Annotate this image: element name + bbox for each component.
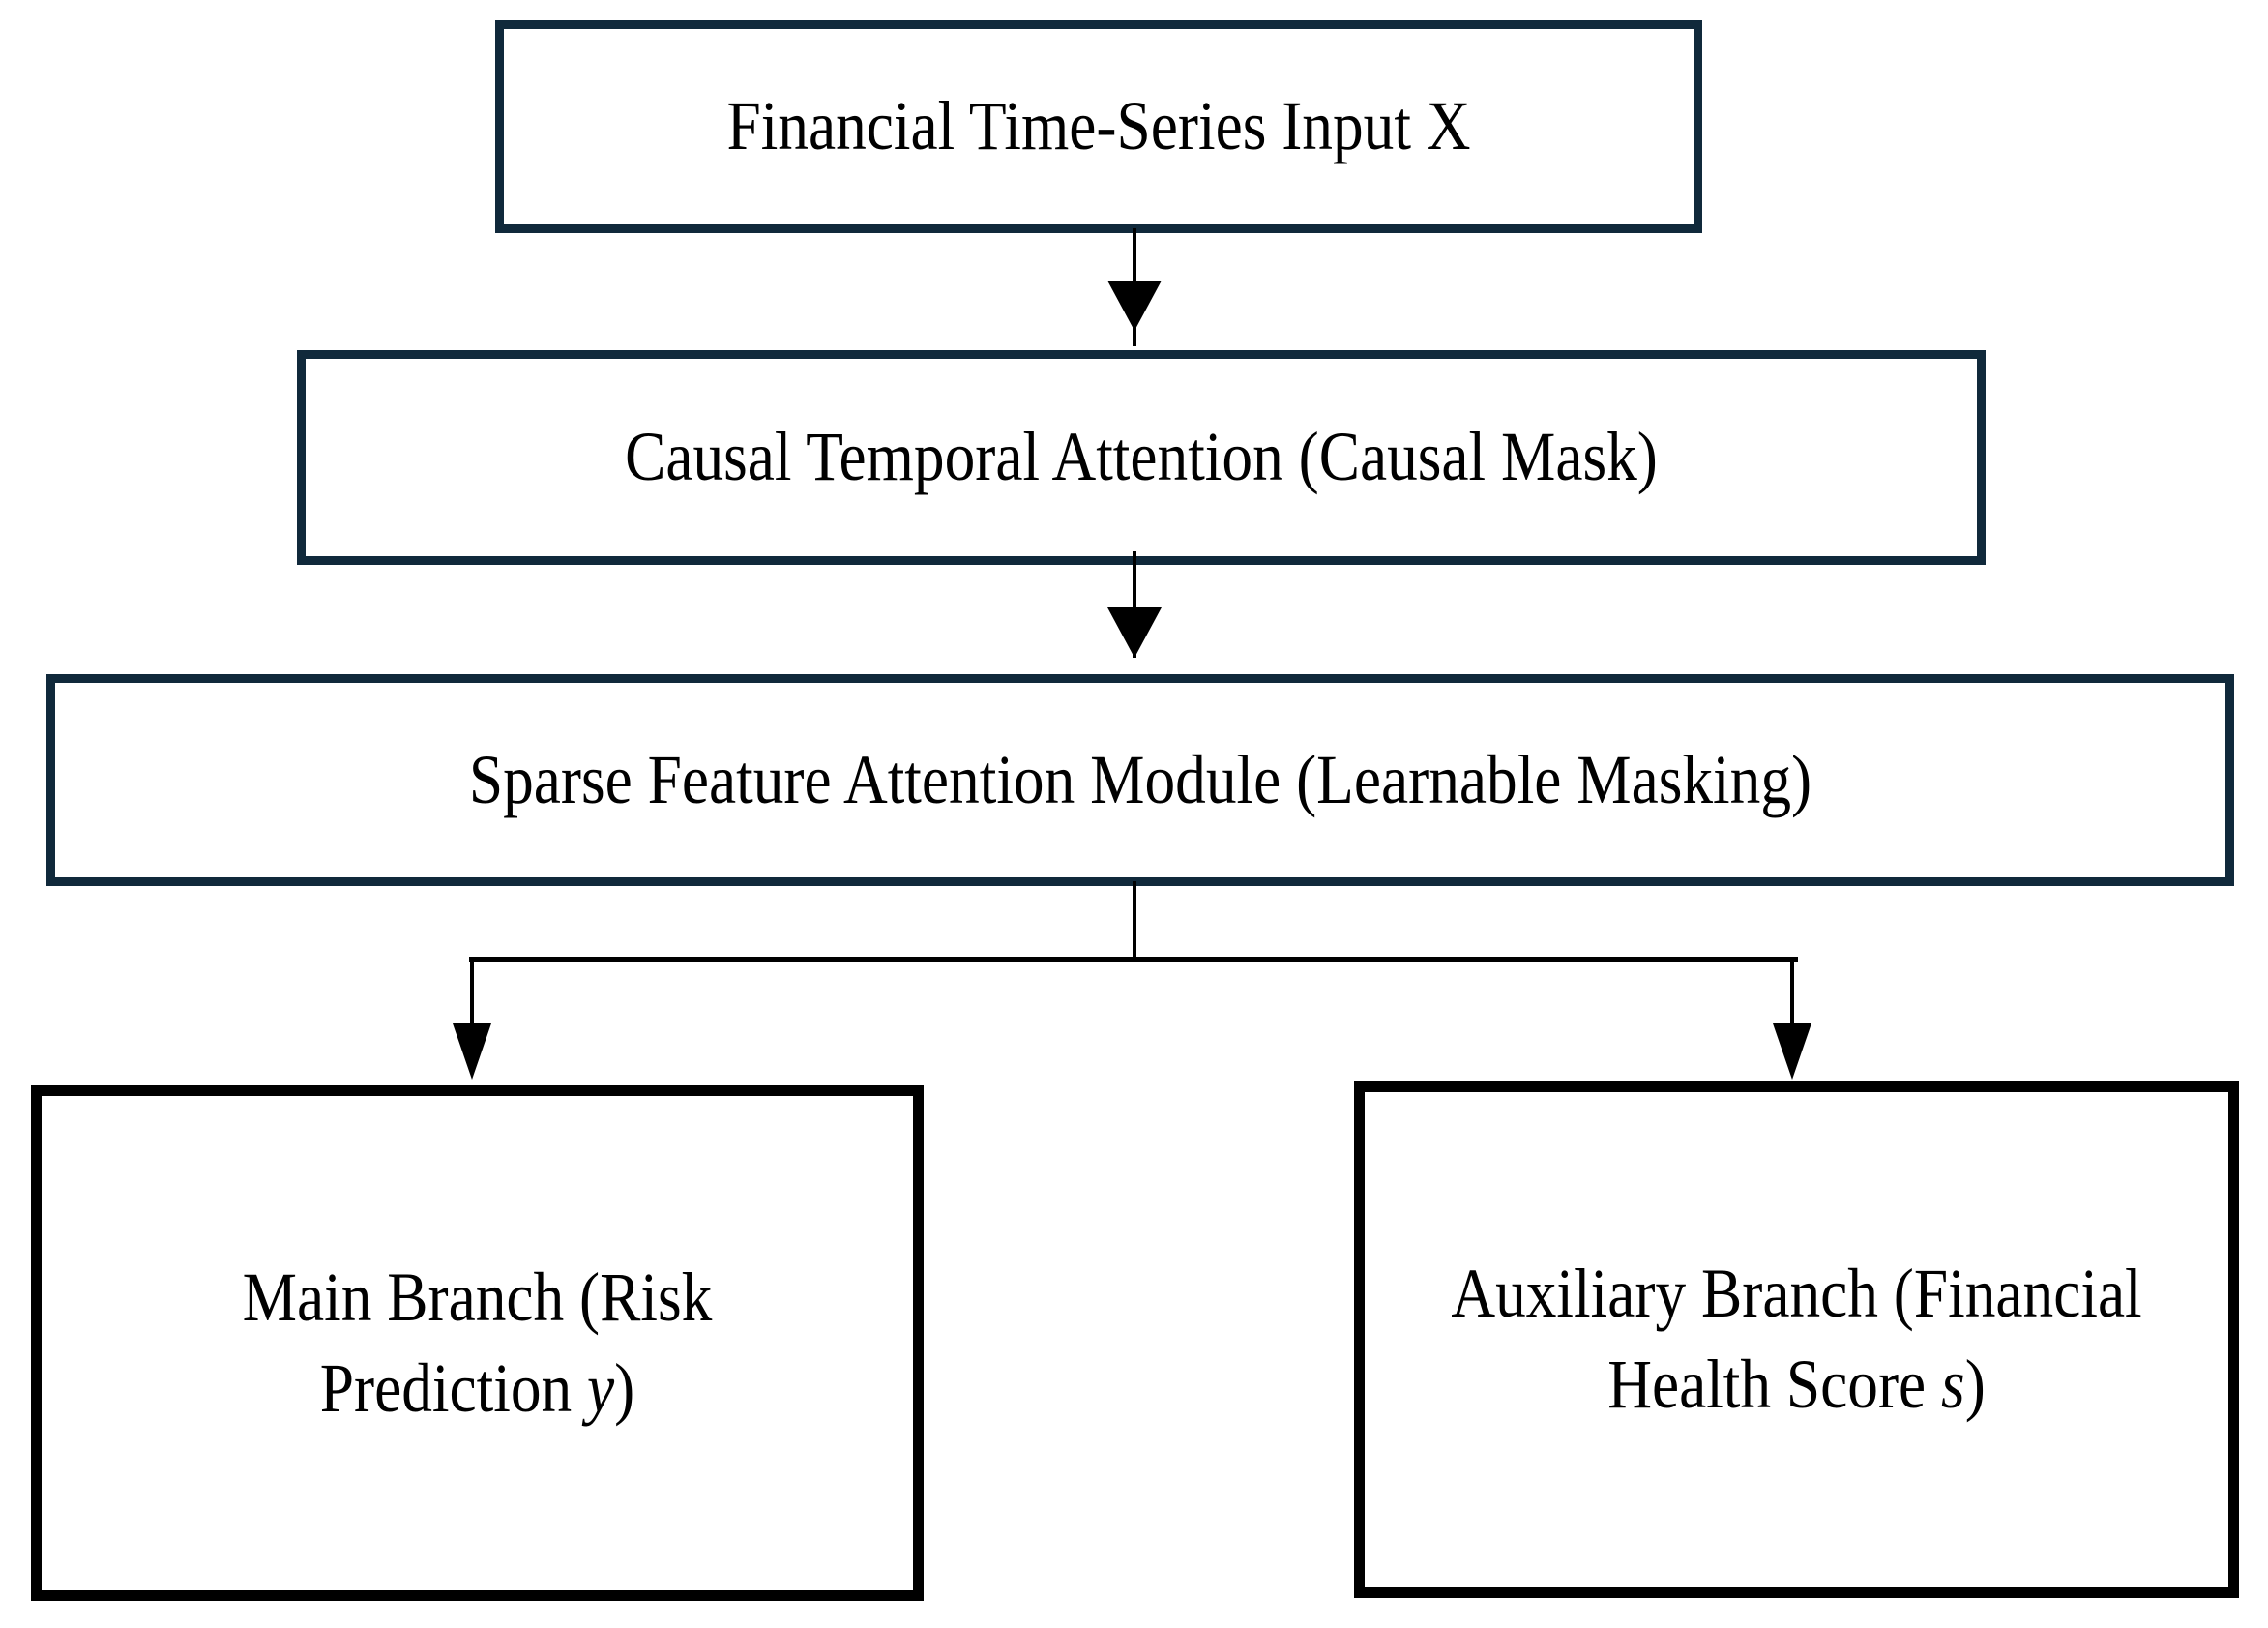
edge-causal-to-sparse-arrowhead (1107, 607, 1162, 658)
edge-sparse-to-aux-arrowhead (1773, 1023, 1811, 1080)
node-main-branch-label-part1: Main Branch (Risk Prediction (242, 1258, 713, 1427)
node-main-branch[interactable]: Main Branch (Risk Prediction y) (31, 1085, 924, 1601)
node-auxiliary-branch[interactable]: Auxiliary Branch (Financial Health Score… (1354, 1081, 2239, 1598)
node-auxiliary-branch-label-part2: ) (1964, 1346, 1986, 1423)
node-financial-time-series-input[interactable]: Financial Time-Series Input X (495, 20, 1702, 233)
node-sparse-label: Sparse Feature Attention Module (Learnab… (468, 740, 1812, 818)
edge-causal-to-sparse-line (1133, 551, 1136, 658)
edge-sparse-to-main-arrowhead (453, 1023, 491, 1080)
node-sparse-feature-attention-module[interactable]: Sparse Feature Attention Module (Learnab… (46, 674, 2234, 886)
node-auxiliary-branch-label: Auxiliary Branch (Financial Health Score… (1417, 1249, 2177, 1430)
edge-split-bar (469, 957, 1798, 962)
node-main-branch-label: Main Branch (Risk Prediction y) (94, 1253, 861, 1434)
node-causal-temporal-attention[interactable]: Causal Temporal Attention (Causal Mask) (297, 350, 1986, 565)
node-auxiliary-branch-label-variable: s (1941, 1346, 1965, 1423)
node-input-label: Financial Time-Series Input X (726, 87, 1471, 165)
edge-split-stem (1133, 881, 1136, 962)
node-main-branch-label-part2: ) (614, 1348, 635, 1427)
node-main-branch-label-variable: y (587, 1348, 615, 1427)
edge-sparse-to-main-line (470, 962, 474, 1045)
edge-input-to-causal-arrowhead (1107, 281, 1162, 331)
node-auxiliary-branch-label-part1: Auxiliary Branch (Financial Health Score (1451, 1255, 2142, 1423)
edge-sparse-to-aux-line (1790, 962, 1794, 1045)
node-causal-label: Causal Temporal Attention (Causal Mask) (625, 418, 1658, 496)
